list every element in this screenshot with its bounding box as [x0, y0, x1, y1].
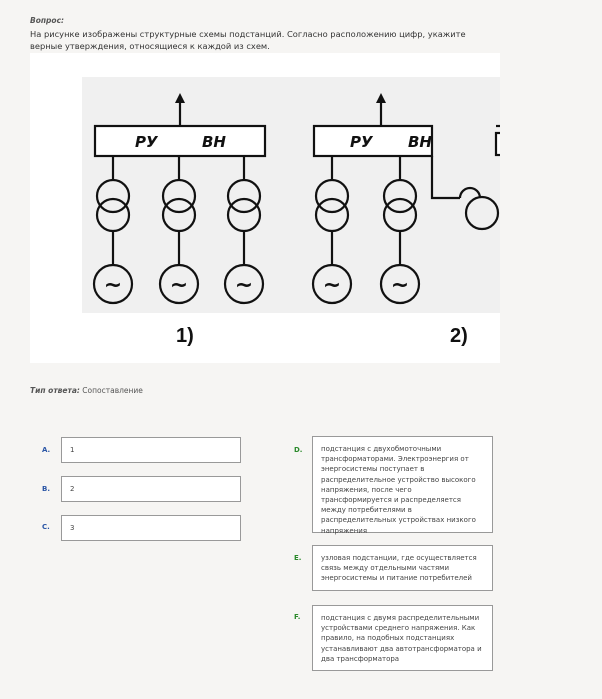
right-item-letter: D.: [294, 446, 303, 454]
left-item-letter: A.: [42, 446, 51, 454]
right-item-f[interactable]: подстанция с двумя распределительными ус…: [312, 605, 493, 671]
scheme-1-label: 1): [176, 325, 194, 347]
bus-label-vn-1: ВН: [202, 133, 226, 151]
left-item-c[interactable]: 3: [61, 515, 241, 541]
generator-symbol: ~: [323, 273, 341, 298]
right-item-d[interactable]: подстанция с двухобмоточными трансформат…: [312, 436, 493, 535]
answer-type-value: Сопоставление: [82, 386, 143, 395]
generator-symbol: ~: [391, 273, 409, 298]
right-item-letter: E.: [294, 554, 302, 562]
generator-symbol: ~: [235, 273, 253, 298]
answer-type-label: Тип ответа:: [30, 386, 80, 395]
bus-ru-vn-2: [312, 124, 434, 158]
scheme-2-label: 2): [450, 325, 468, 347]
answer-type: Тип ответа: Сопоставление: [30, 386, 143, 395]
left-item-letter: C.: [42, 523, 50, 531]
substation-diagram: РУ ВН РУ ВН ~ ~ ~ ~ ~ 1) 2): [30, 53, 500, 363]
left-item-b[interactable]: 2: [61, 476, 241, 502]
bus-ru-vn-1: [93, 124, 267, 158]
generator-symbol: ~: [170, 273, 188, 298]
right-item-letter: F.: [294, 613, 301, 621]
question-text: На рисунке изображены структурные схемы …: [30, 29, 466, 51]
bus-label-ru-1: РУ: [135, 133, 159, 151]
bus-label-ru-2: РУ: [350, 133, 374, 151]
right-item-e[interactable]: узловая подстанции, где осуществляется с…: [312, 545, 493, 591]
left-item-letter: B.: [42, 485, 50, 493]
left-item-a[interactable]: 1: [61, 437, 241, 463]
generator-symbol: ~: [104, 273, 122, 298]
question-label: Вопрос:: [30, 16, 65, 25]
bus-label-vn-2: ВН: [408, 133, 432, 151]
